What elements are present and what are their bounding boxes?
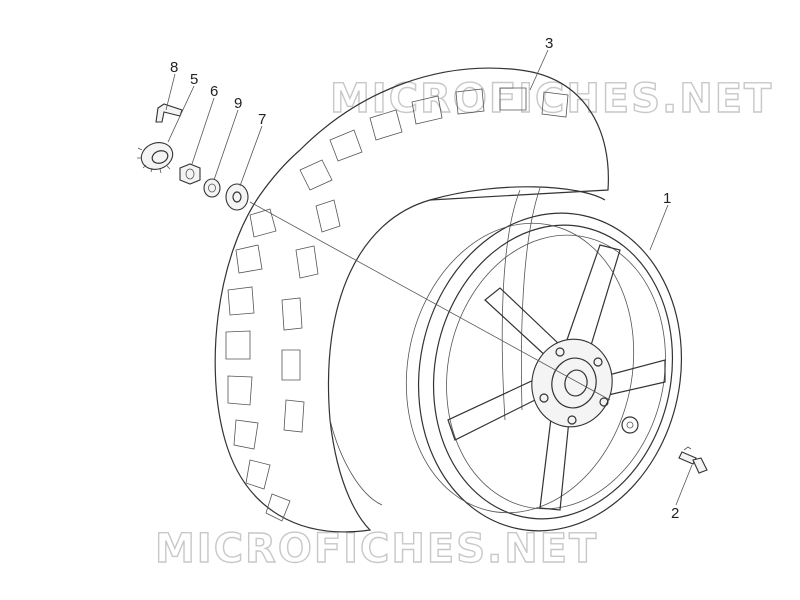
- callout-1: 1: [663, 190, 671, 207]
- callout-9: 9: [234, 95, 242, 112]
- callout-6: 6: [210, 83, 218, 100]
- nut: [179, 163, 201, 185]
- valve: [678, 446, 708, 474]
- spacer: [203, 178, 221, 198]
- tyre: [214, 67, 609, 533]
- watermark-bottom: MICROFICHES.NET: [155, 526, 598, 572]
- leader-lines: [165, 49, 693, 506]
- callout-7: 7: [258, 111, 266, 128]
- callout-2: 2: [671, 505, 679, 522]
- callout-8: 8: [170, 59, 178, 76]
- rim: [405, 212, 683, 532]
- speedo-drive: [137, 142, 174, 174]
- callout-5: 5: [190, 71, 198, 88]
- callout-3: 3: [545, 35, 553, 52]
- washer: [225, 183, 249, 211]
